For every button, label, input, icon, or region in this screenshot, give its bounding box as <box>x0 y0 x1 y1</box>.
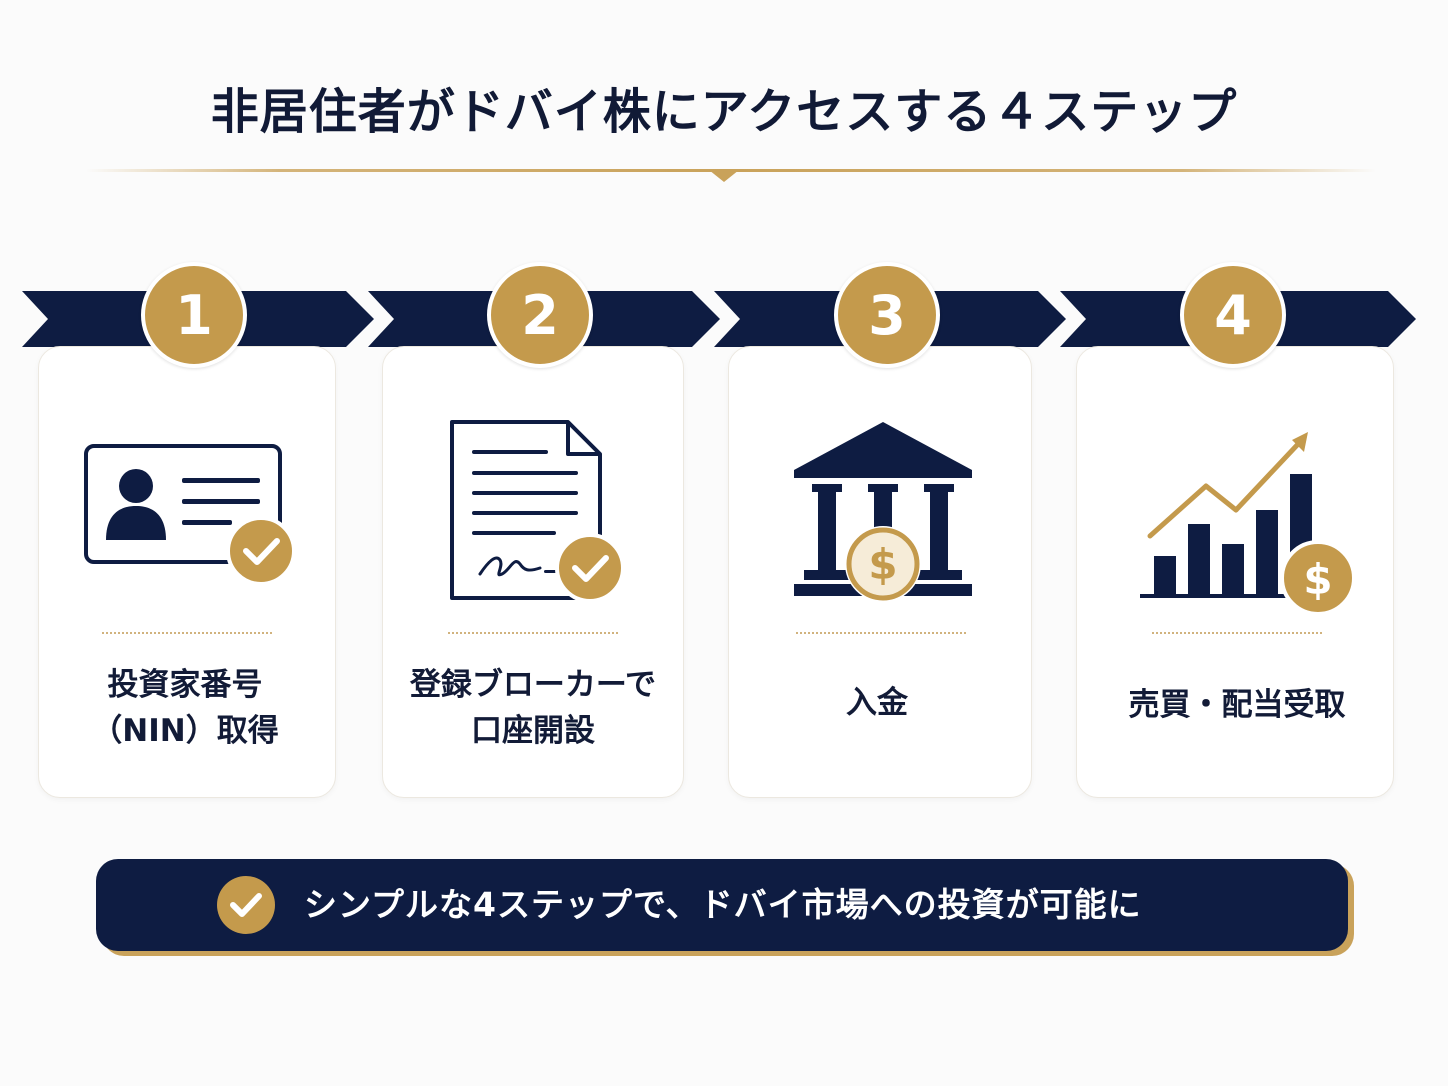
id-card-check-icon <box>84 444 296 586</box>
step-label-2-line1: 登録ブローカーで <box>409 667 657 703</box>
step-number-badge-4: 4 <box>1180 262 1286 368</box>
summary-banner <box>96 859 1348 951</box>
step-separator-2 <box>448 632 618 634</box>
step-label-3: 入金 <box>732 680 1022 726</box>
signed-document-check-icon <box>450 420 625 603</box>
step-label-1-line1: 投資家番号 <box>107 667 263 703</box>
summary-text: シンプルな4ステップで、ドバイ市場への投資が可能に <box>304 885 1142 924</box>
step-label-3-line1: 入金 <box>846 685 908 721</box>
step-label-2-line2: 口座開設 <box>471 713 595 749</box>
svg-text:$: $ <box>868 540 897 589</box>
check-circle-icon <box>217 876 275 934</box>
title-divider-caret <box>709 170 739 182</box>
step-label-4-line1: 売買・配当受取 <box>1128 687 1346 723</box>
step-label-1-line2: （NIN）取得 <box>91 713 279 749</box>
growth-chart-dollar-icon: $ <box>1140 432 1356 616</box>
step-number-badge-1: 1 <box>141 262 247 368</box>
step-label-1: 投資家番号 （NIN）取得 <box>40 662 330 754</box>
step-number-badge-2: 2 <box>487 262 593 368</box>
step-label-2: 登録ブローカーで 口座開設 <box>388 662 678 754</box>
step-number-badge-3: 3 <box>834 262 940 368</box>
page-title: 非居住者がドバイ株にアクセスする４ステップ <box>210 84 1238 140</box>
step-separator-1 <box>102 632 272 634</box>
step-separator-4 <box>1152 632 1322 634</box>
step-separator-3 <box>796 632 966 634</box>
bank-dollar-icon: $ <box>794 422 972 602</box>
step-label-4: 売買・配当受取 <box>1092 682 1382 728</box>
svg-text:$: $ <box>1303 555 1332 604</box>
